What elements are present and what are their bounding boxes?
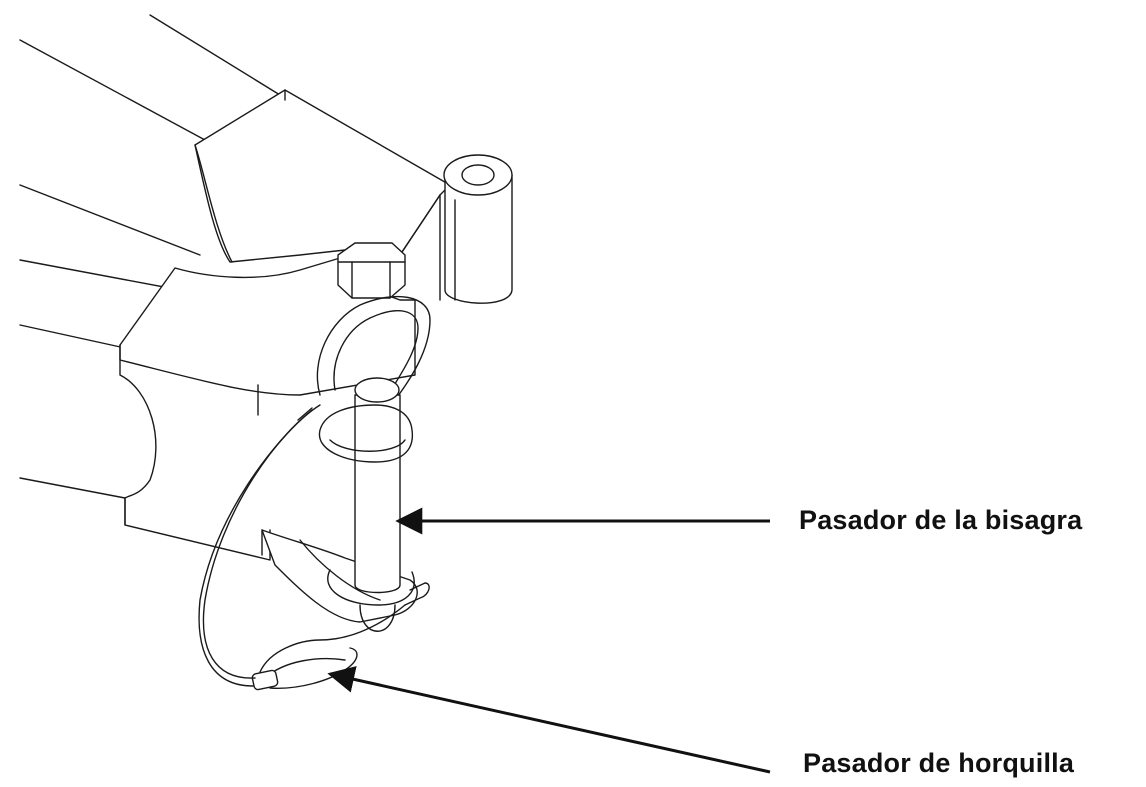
hinge-pin-label: Pasador de la bisagra <box>799 505 1083 535</box>
hinge-knuckle <box>443 154 513 304</box>
retaining-ring <box>316 295 431 401</box>
upper-arm <box>19 14 281 291</box>
clevis-pin-label: Pasador de horquilla <box>803 748 1075 778</box>
lower-arm <box>19 324 126 499</box>
upper-hinge-block <box>194 89 451 301</box>
lanyard-cable <box>198 404 321 687</box>
clevis-pin-leader-arrow <box>327 666 771 774</box>
clevis-bracket <box>261 529 418 623</box>
hex-bolt <box>337 242 406 299</box>
